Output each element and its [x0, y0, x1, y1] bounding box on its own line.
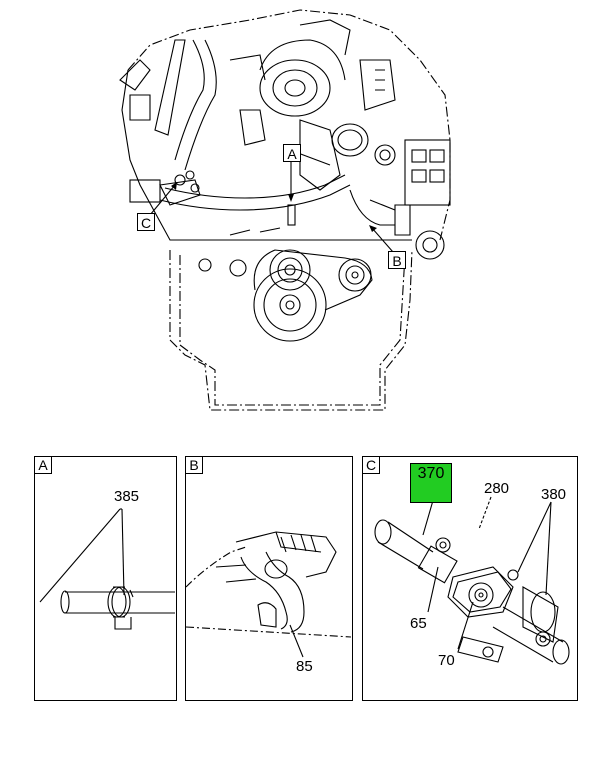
callout-a: A	[283, 144, 301, 162]
detail-tag-a: A	[34, 456, 52, 474]
part-number-65: 65	[410, 615, 427, 632]
part-number-380: 380	[541, 486, 567, 503]
detail-c-illustration	[374, 496, 570, 665]
part-number-385: 385	[114, 488, 140, 505]
part-number-280: 280	[484, 480, 510, 497]
part-number-70: 70	[438, 652, 455, 669]
detail-b-illustration	[186, 531, 352, 658]
detail-a-illustration	[39, 508, 175, 630]
detail-panel-a: A 385	[34, 456, 177, 701]
callout-b: B	[388, 251, 406, 269]
detail-panel-c: C	[362, 456, 578, 701]
part-number-85: 85	[296, 658, 313, 675]
detail-tag-b: B	[185, 456, 203, 474]
engine-main-view: A C B	[119, 9, 451, 411]
part-number-370-highlighted: 370	[410, 463, 452, 503]
callout-c: C	[137, 213, 155, 231]
engine-illustration	[119, 9, 451, 411]
detail-panel-b: B 85	[185, 456, 353, 701]
detail-tag-c: C	[362, 456, 380, 474]
